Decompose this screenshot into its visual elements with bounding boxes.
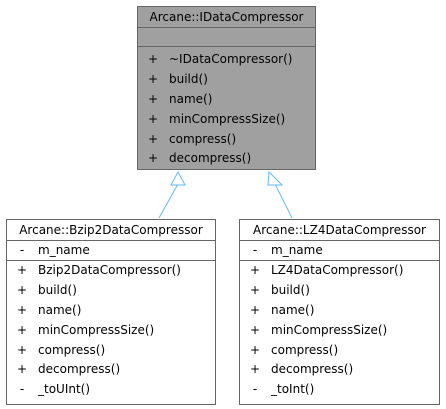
member-row[interactable]: + decompress() bbox=[240, 360, 439, 380]
member-name: name() bbox=[38, 302, 82, 317]
member-name: name() bbox=[271, 302, 315, 317]
member-row[interactable]: + LZ4DataCompressor() bbox=[240, 261, 439, 281]
member-visibility: + bbox=[147, 111, 159, 126]
operations-section: + ~IDataCompressor() + build() + name() … bbox=[138, 46, 315, 169]
member-row[interactable]: + name() bbox=[138, 90, 315, 110]
member-name: minCompressSize() bbox=[271, 322, 388, 337]
class-title: Arcane::Bzip2DataCompressor bbox=[19, 223, 203, 237]
member-name: minCompressSize() bbox=[169, 111, 286, 126]
member-row[interactable]: + Bzip2DataCompressor() bbox=[7, 261, 215, 281]
member-name: build() bbox=[38, 282, 77, 297]
member-name: name() bbox=[169, 91, 213, 106]
member-visibility: + bbox=[249, 342, 261, 357]
member-name: _toInt() bbox=[271, 382, 315, 397]
member-name: Bzip2DataCompressor() bbox=[38, 263, 181, 277]
member-name: compress() bbox=[271, 342, 339, 357]
member-visibility: + bbox=[16, 362, 28, 377]
class-title: Arcane::LZ4DataCompressor bbox=[253, 223, 426, 237]
member-name: m_name bbox=[271, 243, 323, 257]
class-lz4datacompressor[interactable]: Arcane::LZ4DataCompressor - m_name + LZ4… bbox=[239, 219, 440, 405]
member-visibility: + bbox=[16, 322, 28, 337]
member-row[interactable]: - _toUInt() bbox=[7, 380, 215, 400]
member-name: build() bbox=[271, 282, 310, 297]
member-name: decompress() bbox=[271, 362, 354, 377]
member-name: build() bbox=[169, 71, 208, 86]
member-row[interactable]: + minCompressSize() bbox=[240, 321, 439, 341]
class-idatacompressor[interactable]: Arcane::IDataCompressor + ~IDataCompress… bbox=[137, 6, 316, 170]
member-row[interactable]: + compress() bbox=[7, 341, 215, 361]
member-row[interactable]: + compress() bbox=[138, 130, 315, 150]
class-bzip2datacompressor[interactable]: Arcane::Bzip2DataCompressor - m_name + B… bbox=[6, 219, 216, 405]
member-row[interactable]: + build() bbox=[240, 281, 439, 301]
member-row[interactable]: + decompress() bbox=[7, 360, 215, 380]
member-visibility: - bbox=[19, 382, 25, 397]
member-visibility: + bbox=[147, 91, 159, 106]
attributes-section-empty bbox=[138, 27, 315, 46]
member-row[interactable]: + decompress() bbox=[138, 149, 315, 169]
member-visibility: + bbox=[16, 282, 28, 297]
member-name: _toUInt() bbox=[38, 382, 91, 397]
member-row[interactable]: + ~IDataCompressor() bbox=[138, 50, 315, 70]
member-visibility: + bbox=[147, 71, 159, 86]
member-visibility: + bbox=[249, 322, 261, 337]
member-name: ~IDataCompressor() bbox=[169, 52, 293, 66]
member-visibility: - bbox=[19, 243, 25, 257]
member-row[interactable]: - m_name bbox=[7, 241, 215, 260]
member-visibility: + bbox=[16, 342, 28, 357]
member-row[interactable]: + build() bbox=[138, 70, 315, 90]
member-visibility: - bbox=[252, 243, 258, 257]
member-row[interactable]: + name() bbox=[240, 301, 439, 321]
member-row[interactable]: + compress() bbox=[240, 341, 439, 361]
member-visibility: + bbox=[147, 52, 159, 66]
member-row[interactable]: + minCompressSize() bbox=[138, 110, 315, 130]
edge-bzip2-to-base bbox=[158, 170, 186, 219]
member-visibility: + bbox=[147, 151, 159, 166]
member-visibility: + bbox=[249, 302, 261, 317]
operations-section: + LZ4DataCompressor() + build() + name()… bbox=[240, 260, 439, 400]
member-row[interactable]: + name() bbox=[7, 301, 215, 321]
member-row[interactable]: + build() bbox=[7, 281, 215, 301]
member-name: minCompressSize() bbox=[38, 322, 155, 337]
member-visibility: + bbox=[16, 263, 28, 277]
member-visibility: + bbox=[249, 263, 261, 277]
member-visibility: + bbox=[249, 362, 261, 377]
member-name: decompress() bbox=[38, 362, 121, 377]
member-name: decompress() bbox=[169, 151, 252, 166]
member-visibility: - bbox=[252, 382, 258, 397]
member-visibility: + bbox=[16, 302, 28, 317]
attributes-section: - m_name bbox=[7, 240, 215, 260]
member-row[interactable]: - m_name bbox=[240, 241, 439, 260]
member-visibility: + bbox=[249, 282, 261, 297]
member-row[interactable]: - _toInt() bbox=[240, 380, 439, 400]
member-visibility: + bbox=[147, 131, 159, 146]
edge-lz4-to-base bbox=[267, 170, 293, 219]
attributes-section: - m_name bbox=[240, 240, 439, 260]
member-name: compress() bbox=[38, 342, 106, 357]
member-name: LZ4DataCompressor() bbox=[271, 263, 404, 277]
operations-section: + Bzip2DataCompressor() + build() + name… bbox=[7, 260, 215, 400]
class-title: Arcane::IDataCompressor bbox=[149, 10, 304, 24]
member-name: m_name bbox=[38, 243, 90, 257]
member-name: compress() bbox=[169, 131, 237, 146]
member-row[interactable]: + minCompressSize() bbox=[7, 321, 215, 341]
